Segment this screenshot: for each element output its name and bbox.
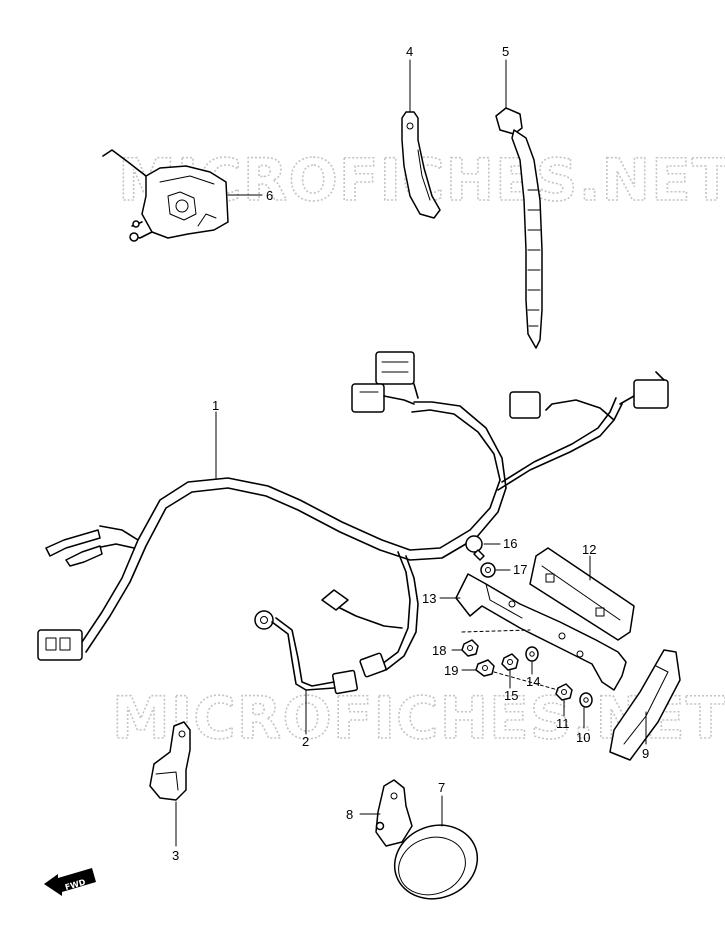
callout-18: 18 (432, 643, 446, 658)
callout-11: 11 (556, 716, 570, 731)
callout-9: 9 (642, 746, 649, 761)
callout-7: 7 (438, 780, 445, 795)
part-4-clamp (401, 111, 441, 219)
part-18-nut (461, 639, 479, 657)
callout-3: 3 (172, 848, 179, 863)
part-14-washer (525, 646, 539, 662)
connector-top (375, 351, 415, 385)
part-9-rear-reflector (609, 649, 681, 761)
callout-8: 8 (346, 807, 353, 822)
part-19-nut (475, 659, 495, 677)
connector-right-b (633, 379, 669, 409)
part-15-nut (501, 653, 519, 671)
part-11-nut (555, 683, 573, 701)
callout-19: 19 (444, 663, 458, 678)
part-17-washer (480, 562, 496, 578)
connector-left (351, 383, 385, 413)
part-10-washer (579, 692, 593, 708)
fwd-arrow-icon: FWD (44, 868, 96, 896)
callout-1: 1 (212, 398, 219, 413)
part-7-round-reflector (393, 824, 479, 900)
callout-16: 16 (503, 536, 517, 551)
callout-2: 2 (302, 734, 309, 749)
callout-15: 15 (504, 688, 518, 703)
part-16-grommet (465, 535, 485, 561)
bullet-connector-a (45, 529, 101, 557)
callout-13: 13 (422, 591, 436, 606)
part-3-wire-clamp (149, 721, 191, 801)
callout-10: 10 (576, 730, 590, 745)
part-1-wiring-harness (37, 351, 669, 695)
callout-12: 12 (582, 542, 596, 557)
callout-6: 6 (266, 188, 273, 203)
part-5-cable-tie (495, 107, 543, 349)
callout-14: 14 (526, 674, 540, 689)
part-6-switch-housing (102, 149, 229, 242)
part-2-ground-lead (254, 610, 335, 691)
callout-17: 17 (513, 562, 527, 577)
part-12-side-reflector (529, 547, 635, 641)
callouts: 1 2 3 4 5 6 7 8 9 10 11 12 13 14 15 16 1 (172, 44, 649, 863)
callout-4: 4 (406, 44, 413, 59)
part-13-bracket (455, 573, 627, 691)
bullet-connector-b (65, 545, 103, 567)
callout-5: 5 (502, 44, 509, 59)
connector-right-a (509, 391, 541, 419)
part-8-reflector-bracket (375, 779, 413, 847)
